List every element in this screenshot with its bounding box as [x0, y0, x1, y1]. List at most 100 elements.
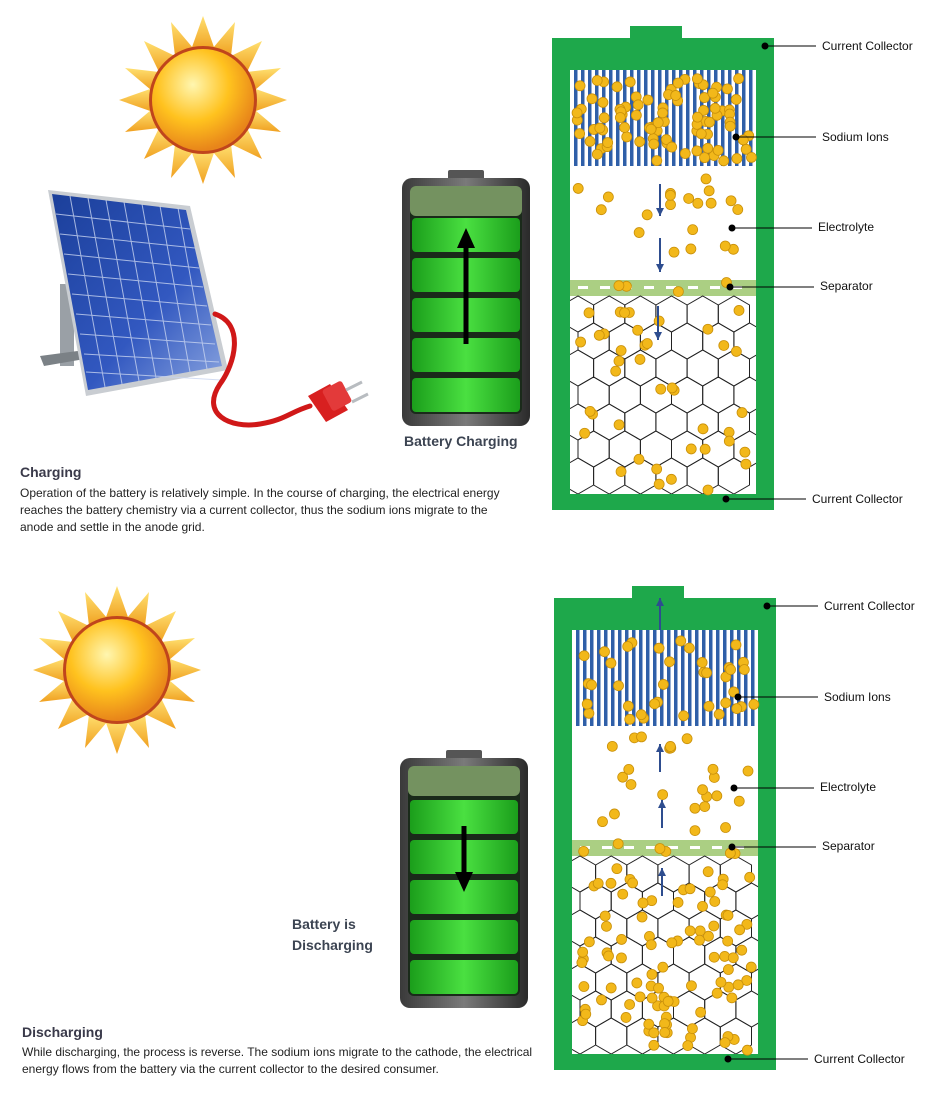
anode-rod: [716, 630, 720, 726]
cell-diagram-discharging: [554, 586, 776, 1070]
sodium-ion: [679, 148, 691, 159]
sodium-ion: [722, 935, 734, 947]
sodium-ion: [635, 709, 647, 721]
sodium-ion: [574, 128, 586, 139]
anode-rod: [646, 630, 650, 726]
sodium-ion: [599, 646, 610, 658]
sodium-ion: [648, 1039, 660, 1051]
sodium-ion: [702, 866, 714, 878]
sodium-ion: [577, 946, 589, 958]
sodium-ion: [632, 324, 644, 336]
label-sodium-ions: Sodium Ions: [822, 130, 889, 144]
sodium-ion: [597, 816, 608, 828]
sodium-ion: [581, 698, 593, 710]
sodium-ion: [636, 911, 648, 923]
anode-rod: [588, 70, 592, 166]
sodium-ion: [705, 197, 717, 209]
sodium-ion: [657, 789, 669, 801]
sodium-ion: [717, 879, 728, 891]
sodium-ion: [636, 731, 647, 743]
sodium-ion: [594, 122, 606, 134]
sodium-ion: [634, 354, 646, 365]
label-leader-lines-discharging: [724, 602, 818, 1063]
label-current-collector-bottom: Current Collector: [814, 1052, 905, 1066]
anode-rod: [667, 630, 671, 726]
anode-rod: [730, 630, 734, 726]
charging-description: Operation of the battery is relatively s…: [20, 486, 500, 534]
sodium-ion: [722, 910, 734, 921]
ion-arrow-head: [656, 208, 664, 216]
sodium-ion: [624, 76, 636, 88]
sodium-ion: [637, 897, 649, 909]
sodium-ion: [645, 939, 657, 951]
sodium-ion: [738, 664, 750, 675]
sodium-ion: [602, 137, 614, 148]
anode-rod: [618, 630, 622, 726]
separator-pore: [688, 286, 698, 289]
sodium-ion: [592, 877, 604, 889]
sodium-ion: [664, 656, 675, 668]
sodium-ion: [619, 307, 630, 319]
separator-pore: [710, 286, 720, 289]
sodium-ion: [699, 801, 711, 813]
sodium-ion: [601, 920, 612, 932]
sodium-ion: [720, 822, 731, 833]
sodium-ion: [578, 846, 590, 857]
anode-rod: [660, 630, 664, 726]
sodium-ion: [689, 825, 701, 836]
sodium-ion: [687, 224, 699, 236]
battery-discharging-icon: [400, 750, 528, 1008]
sodium-ion: [574, 80, 586, 92]
sodium-ion: [741, 975, 753, 986]
sodium-ion: [602, 191, 614, 203]
sodium-ion: [648, 138, 660, 150]
sodium-ion: [708, 951, 720, 963]
sodium-ion: [703, 700, 715, 712]
anode-rod: [632, 630, 636, 726]
sodium-ion: [606, 740, 618, 752]
label-current-collector-bottom: Current Collector: [812, 492, 903, 506]
label-separator: Separator: [822, 839, 875, 853]
sodium-ion: [730, 639, 742, 651]
cell-case-left: [554, 630, 572, 1070]
sodium-ion: [701, 667, 712, 679]
sodium-ion: [655, 383, 667, 395]
sodium-ion: [631, 977, 643, 989]
sodium-ion: [736, 407, 748, 418]
sodium-ion: [603, 950, 614, 962]
anode-rod: [609, 70, 613, 166]
sodium-ion: [593, 329, 605, 341]
sodium-ion: [709, 102, 721, 114]
separator-pore: [600, 286, 610, 289]
sodium-ion: [746, 151, 757, 163]
sodium-ion: [718, 155, 730, 167]
anode-rod: [735, 70, 739, 166]
sodium-ion: [630, 109, 642, 121]
sodium-ion: [611, 81, 623, 93]
sodium-ion: [641, 209, 653, 221]
sodium-ion: [653, 478, 665, 490]
sodium-ion: [611, 863, 623, 875]
sodium-ion: [622, 641, 634, 652]
sodium-ion: [653, 315, 665, 327]
sodium-ion: [715, 976, 727, 988]
label-sodium-ions: Sodium Ions: [824, 690, 891, 704]
sodium-ion: [724, 120, 736, 132]
sodium-ion: [722, 83, 733, 95]
anode-rod: [679, 70, 683, 166]
sodium-ion: [685, 243, 697, 255]
sodium-ion: [605, 877, 617, 889]
sodium-ion: [586, 93, 598, 105]
sodium-ion: [682, 1040, 694, 1051]
ion-arrow-head: [658, 800, 666, 808]
anode-rod: [686, 70, 690, 166]
sodium-ion: [732, 204, 744, 215]
sodium-ion: [742, 765, 754, 777]
sodium-ion: [702, 323, 714, 335]
sodium-ion: [584, 135, 596, 147]
sodium-ion: [678, 710, 690, 722]
label-separator: Separator: [820, 279, 873, 293]
ion-arrow-head: [658, 868, 666, 876]
separator-pore: [624, 846, 634, 849]
sodium-ion: [719, 240, 731, 252]
